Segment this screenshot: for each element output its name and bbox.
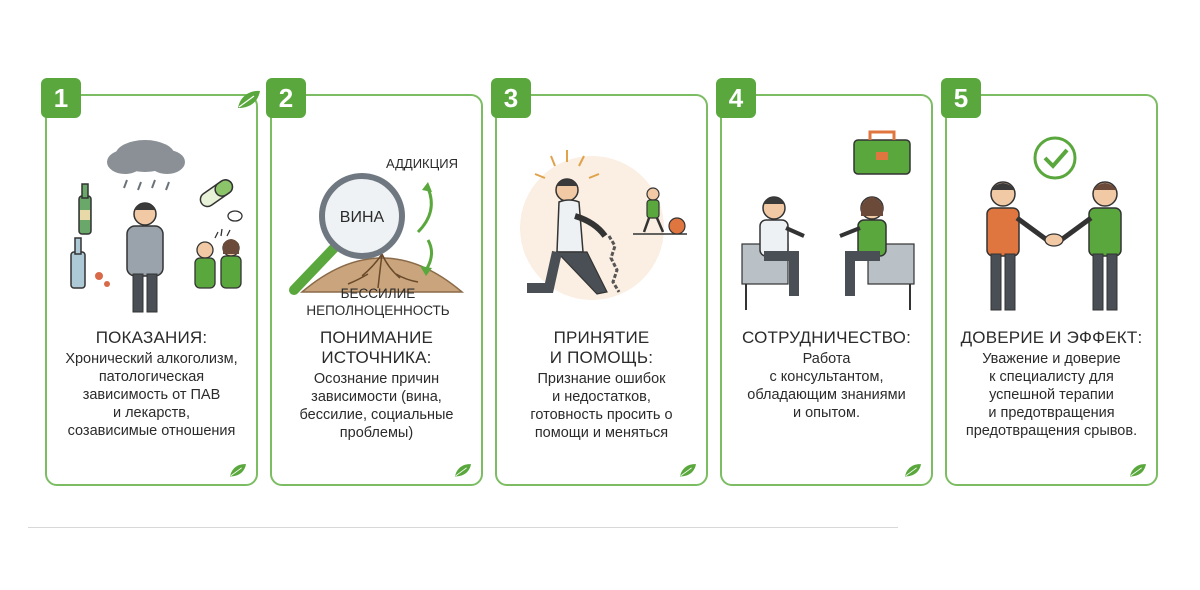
step-number-badge: 1 xyxy=(41,78,81,118)
down-arrow-icon xyxy=(424,239,433,271)
person-figure xyxy=(1059,181,1122,311)
step-number-badge: 4 xyxy=(716,78,756,118)
rain-cloud-icon xyxy=(107,140,185,191)
kneeling-person-figure xyxy=(527,178,608,295)
step-number-badge: 5 xyxy=(941,78,981,118)
dependence-illustration xyxy=(70,140,243,313)
root-cause-illustration: ВИНА АДДИКЦИЯ БЕССИЛИЕ НЕПОЛНОЦЕННОСТЬ xyxy=(289,156,465,318)
handshake-icon xyxy=(1044,233,1064,247)
leaf-icon xyxy=(905,464,921,477)
arrow-label: АДДИКЦИЯ xyxy=(386,156,458,171)
leaf-icon xyxy=(455,464,471,477)
leaf-icon xyxy=(230,464,246,477)
person-figure xyxy=(986,181,1049,311)
magnifier-icon xyxy=(289,173,405,295)
pill-icon xyxy=(104,281,110,287)
step-card-2: 2 ВИНА АДДИКЦИЯ БЕССИЛИЕ НЕПОЛНОЦЕННОСТЬ… xyxy=(266,78,483,486)
magnifier-label: ВИНА xyxy=(340,209,385,226)
capsule-icon xyxy=(199,179,234,208)
step-title: ПОКАЗАНИЯ: xyxy=(95,328,208,347)
up-arrow-icon xyxy=(416,187,433,234)
leaf-icon xyxy=(1130,464,1146,477)
bottle-icon xyxy=(78,183,92,235)
pill-icon xyxy=(95,272,103,280)
step-card-5: 5 ДОВЕРИЕ И ЭФФЕКТ: xyxy=(941,78,1158,486)
roots-label: НЕПОЛНОЦЕННОСТЬ xyxy=(306,303,449,318)
step-card-1: 1 xyxy=(41,78,260,486)
step-number-badge: 3 xyxy=(491,78,531,118)
step-title: ДОВЕРИЕ И ЭФФЕКТ: xyxy=(960,328,1143,347)
divider-line xyxy=(28,527,898,528)
step-description: Хронический алкоголизм,патологическая за… xyxy=(65,351,238,439)
arguing-couple-figure xyxy=(194,228,242,289)
roots-label: БЕССИЛИЕ xyxy=(341,286,416,301)
bottle-icon xyxy=(70,237,86,289)
walking-figure xyxy=(633,187,687,235)
acceptance-illustration xyxy=(520,150,687,300)
roots xyxy=(347,253,419,289)
leaf-icon xyxy=(238,90,260,108)
light-rays xyxy=(534,150,600,179)
toolbox-icon xyxy=(853,130,911,175)
checkmark-icon xyxy=(1033,136,1077,180)
pill-icon xyxy=(227,210,243,222)
chain-icon xyxy=(607,235,621,293)
step-card-4: 4 СОТРУДНИЧЕСТВО xyxy=(716,78,933,486)
sad-person-figure xyxy=(126,202,164,313)
consultant-figure xyxy=(741,196,805,310)
consultation-illustration xyxy=(741,130,915,310)
client-figure xyxy=(839,196,915,310)
leaf-icon xyxy=(680,464,696,477)
step-number-badge: 2 xyxy=(266,78,306,118)
trust-illustration xyxy=(986,136,1122,311)
step-title: СОТРУДНИЧЕСТВО: xyxy=(741,328,911,347)
